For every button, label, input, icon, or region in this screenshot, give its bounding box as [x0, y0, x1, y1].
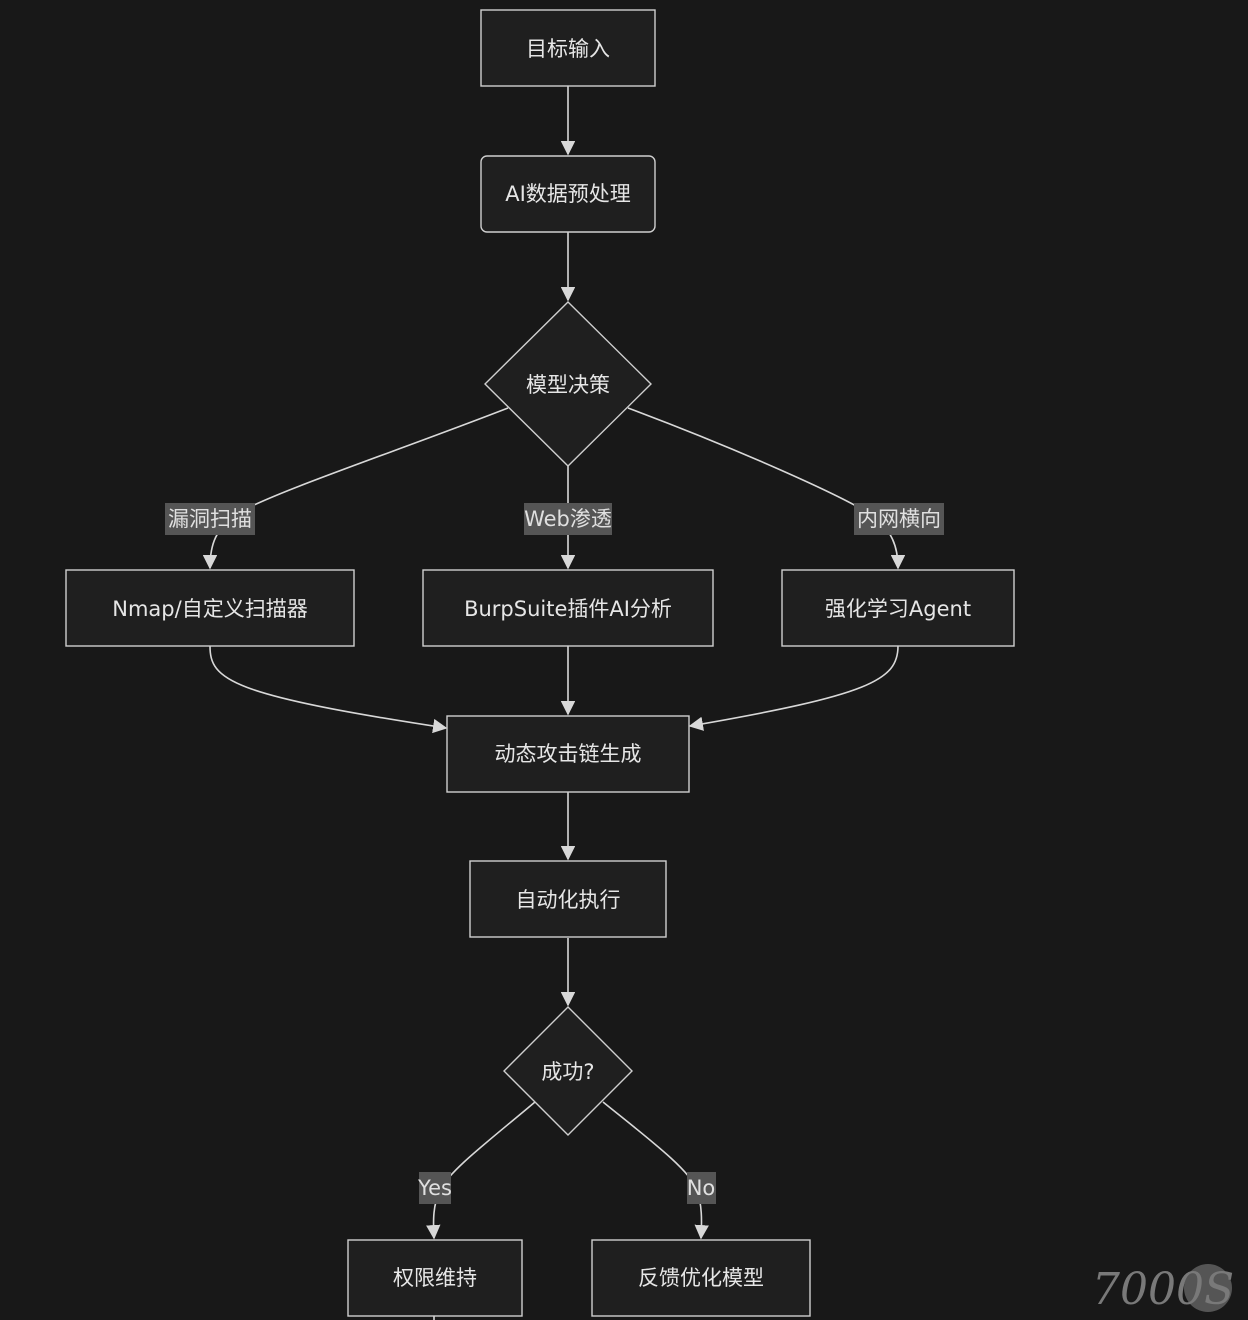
label-yes: Yes [417, 1172, 452, 1204]
label-lateral: 内网横向 [854, 503, 944, 535]
watermark-splash-icon [1184, 1264, 1232, 1312]
node-feedback-text: 反馈优化模型 [638, 1266, 764, 1290]
node-target-input[interactable]: 目标输入 [480, 9, 656, 87]
node-attack-chain-text: 动态攻击链生成 [495, 742, 642, 766]
node-target-input-text: 目标输入 [526, 37, 610, 61]
label-vuln-scan-text: 漏洞扫描 [168, 507, 252, 531]
node-success-text: 成功? [541, 1060, 594, 1084]
node-rl-agent[interactable]: 强化学习Agent [781, 569, 1015, 647]
node-model-decision-text: 模型决策 [526, 373, 610, 397]
label-yes-text: Yes [417, 1176, 452, 1200]
node-burpsuite-ai-text: BurpSuite插件AI分析 [464, 597, 672, 621]
label-no: No [687, 1172, 716, 1204]
node-rl-agent-text: 强化学习Agent [825, 597, 971, 621]
label-lateral-text: 内网横向 [857, 507, 941, 531]
node-persistence-text: 权限维持 [393, 1266, 477, 1290]
nodes: 目标输入 AI数据预处理 模型决策 Nmap/自定义扫描器 BurpSuite插… [65, 9, 1015, 1317]
node-model-decision[interactable]: 模型决策 [484, 301, 652, 467]
node-attack-chain[interactable]: 动态攻击链生成 [446, 715, 690, 793]
watermark: 7000S [1092, 1264, 1234, 1315]
edge-success-to-persistence [426, 1101, 536, 1240]
node-nmap-scanner-text: Nmap/自定义扫描器 [112, 597, 307, 621]
node-feedback[interactable]: 反馈优化模型 [591, 1239, 811, 1317]
edges [202, 86, 906, 1320]
edge-decision-to-nmap [202, 407, 509, 570]
node-auto-exec[interactable]: 自动化执行 [469, 860, 667, 938]
label-web-pentest-text: Web渗透 [524, 507, 612, 531]
edge-nmap-to-chain [209, 645, 448, 734]
label-no-text: No [687, 1176, 716, 1200]
node-ai-preprocess[interactable]: AI数据预处理 [480, 155, 656, 233]
edge-labels: 漏洞扫描 Web渗透 内网横向 Yes No [165, 503, 944, 1204]
node-auto-exec-text: 自动化执行 [516, 888, 621, 912]
node-burpsuite-ai[interactable]: BurpSuite插件AI分析 [422, 569, 714, 647]
node-success[interactable]: 成功? [503, 1006, 633, 1136]
edge-rl-agent-to-chain [688, 645, 899, 731]
watermark-text: 7000S [1092, 1264, 1234, 1315]
label-web-pentest: Web渗透 [524, 503, 612, 535]
edge-decision-to-rl-agent [627, 407, 906, 570]
node-persistence[interactable]: 权限维持 [347, 1239, 523, 1317]
edge-success-to-feedback [602, 1101, 709, 1240]
label-vuln-scan: 漏洞扫描 [165, 503, 255, 535]
node-ai-preprocess-text: AI数据预处理 [505, 182, 631, 206]
node-nmap-scanner[interactable]: Nmap/自定义扫描器 [65, 569, 355, 647]
